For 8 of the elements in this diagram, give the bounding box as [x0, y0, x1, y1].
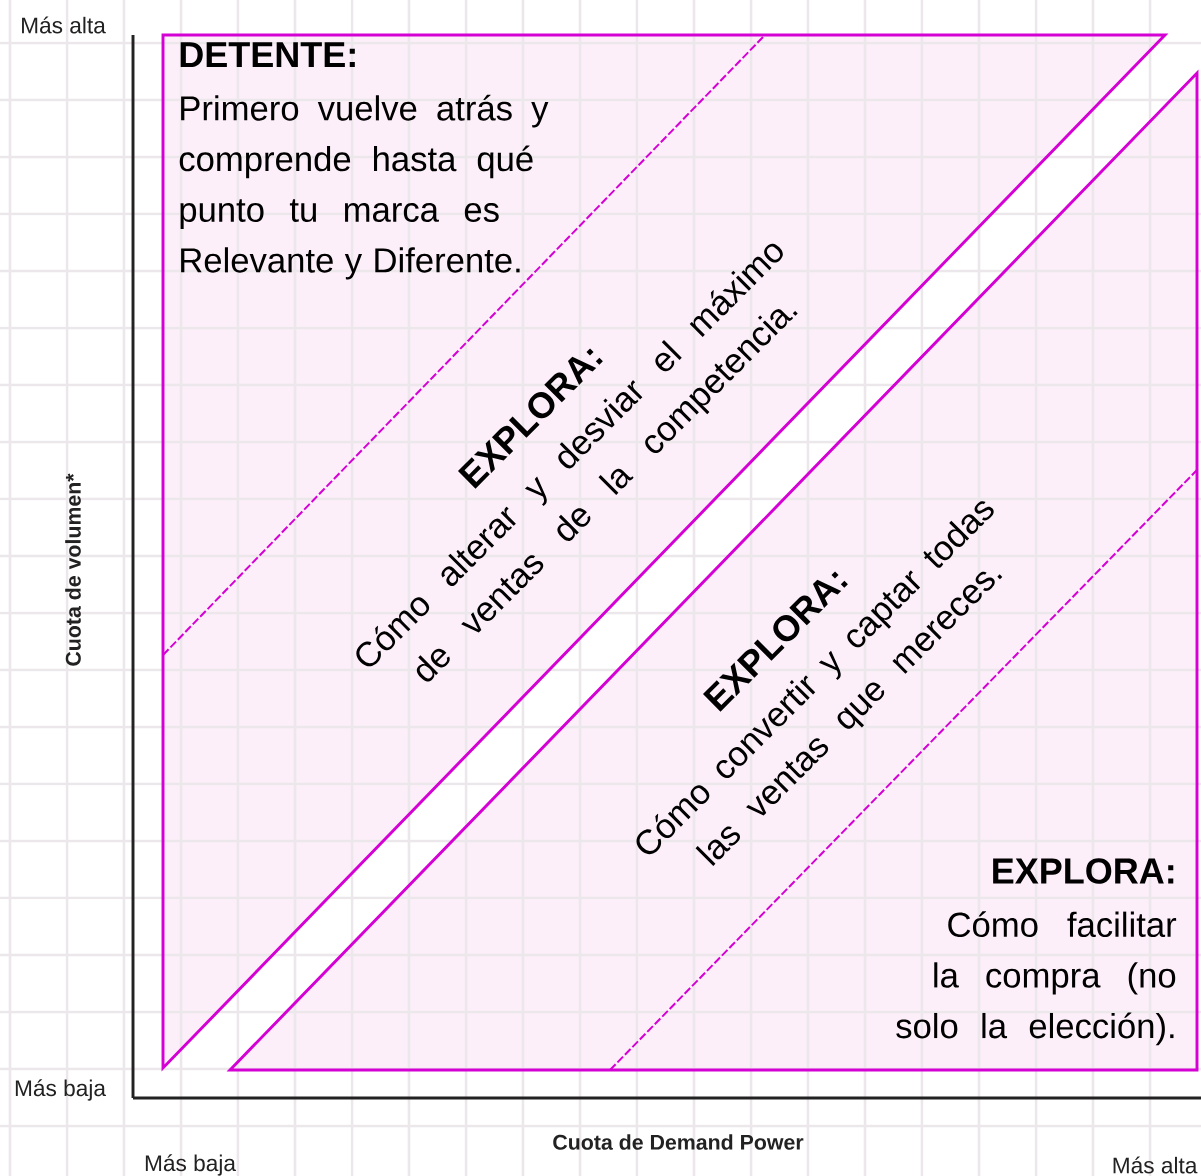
- axis-title: Cuota de Demand Power: [553, 1134, 804, 1150]
- axis-title: Cuota de volumen*: [65, 473, 81, 666]
- axis-end-label: Más baja: [145, 1154, 236, 1176]
- axis-end-label: Más alta: [22, 16, 106, 34]
- zone-text: DETENTE: Primero vuelve atrás y comprende hasta qué punto tu marca es Relevante y Diferente.: [179, 42, 549, 280]
- zone-text: EXPLORA: Cómo facilitar la compra (no solo la elección).: [896, 858, 1177, 1046]
- axis-end-label: Más alta: [1113, 1156, 1198, 1174]
- axis-end-label: Más baja: [15, 1079, 106, 1101]
